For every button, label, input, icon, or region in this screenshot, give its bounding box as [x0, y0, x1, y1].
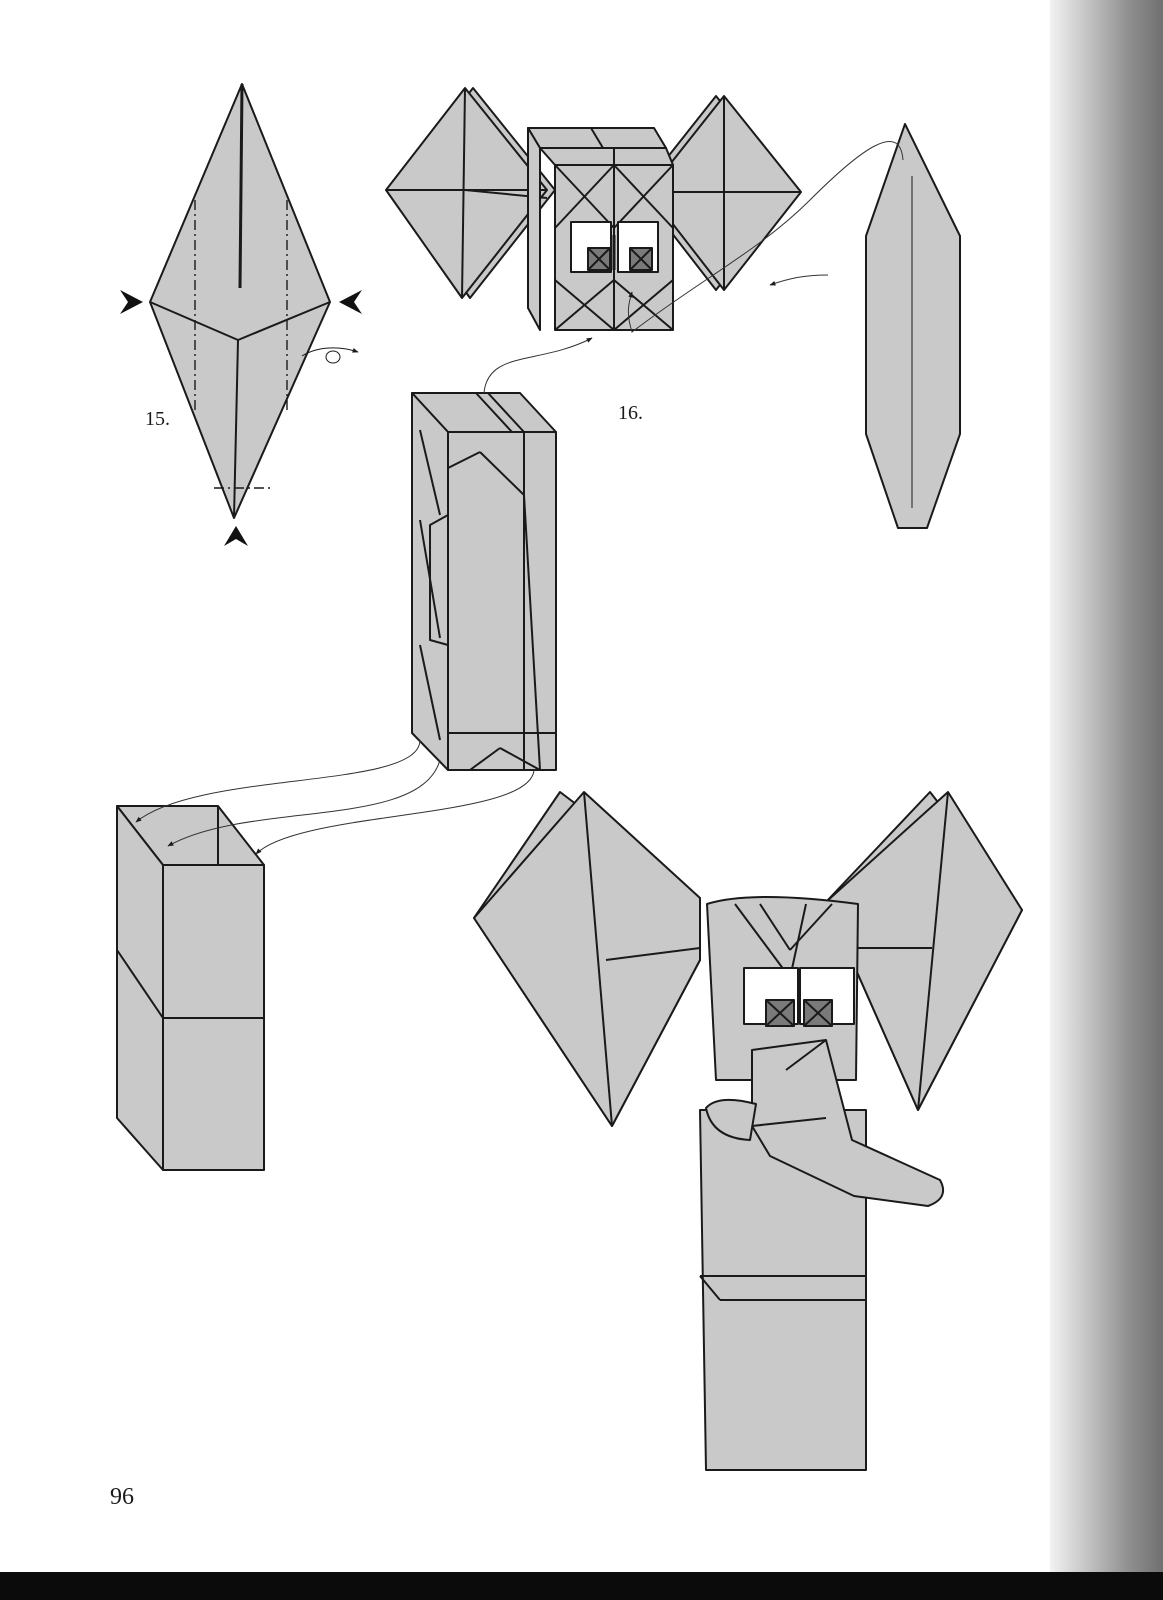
- curved-arrow-icon: [135, 141, 904, 855]
- scan-edge: [0, 1572, 1163, 1600]
- trunk-strip: [865, 123, 961, 529]
- book-spine-shadow: [1050, 0, 1163, 1600]
- base-module: [116, 805, 265, 1171]
- body-module: [411, 392, 557, 771]
- step-15-diagram: [149, 83, 359, 519]
- step-16-label: 16.: [618, 402, 643, 424]
- push-arrow-icon: [120, 290, 362, 546]
- step-15-label: 15.: [145, 408, 170, 430]
- turn-over-arrow-icon: [301, 347, 359, 364]
- step-16-head: [385, 87, 802, 331]
- page-number: 96: [110, 1484, 134, 1510]
- final-elephant-model: [473, 791, 1023, 1471]
